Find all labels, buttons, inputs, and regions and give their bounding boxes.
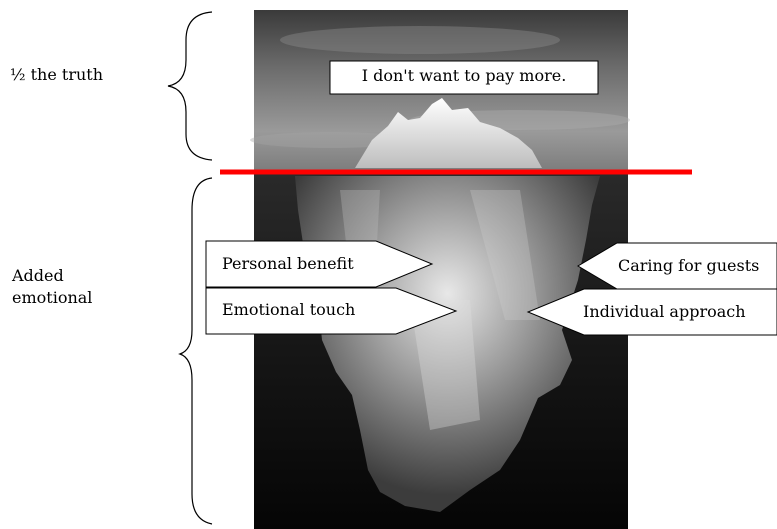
callout-emotional-touch: Emotional touch <box>222 300 355 320</box>
tip-statement: I don't want to pay more. <box>330 61 598 93</box>
callout-caring-for-guests: Caring for guests <box>618 256 759 276</box>
lower-bracket <box>180 178 212 524</box>
added-emotional-label: Added emotional <box>12 265 122 309</box>
upper-bracket <box>168 12 212 160</box>
half-truth-label: ½ the truth <box>10 64 103 86</box>
callout-individual-approach: Individual approach <box>583 302 746 322</box>
callout-personal-benefit: Personal benefit <box>222 254 354 274</box>
